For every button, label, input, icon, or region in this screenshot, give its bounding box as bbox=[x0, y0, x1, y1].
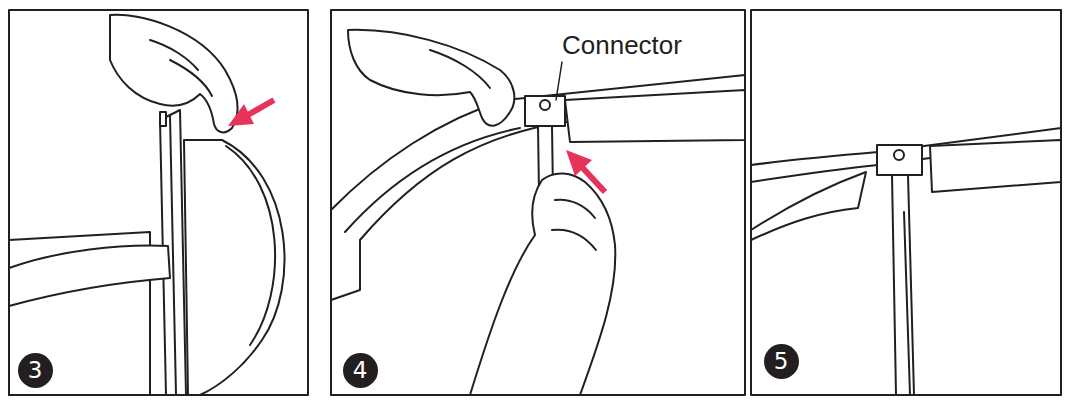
finger-line bbox=[555, 200, 595, 218]
arm bbox=[9, 246, 170, 306]
hand bbox=[470, 173, 615, 395]
pointer-arrow bbox=[246, 100, 274, 116]
arrow-head bbox=[566, 150, 592, 176]
finger-line bbox=[170, 60, 212, 96]
hand bbox=[348, 30, 514, 126]
pole-clip bbox=[160, 112, 166, 126]
panel-frame bbox=[751, 10, 1061, 395]
finger-line bbox=[150, 40, 198, 70]
fabric-sleeve bbox=[930, 140, 1061, 192]
leader-line bbox=[556, 62, 562, 100]
panel-frame bbox=[331, 10, 745, 395]
connector bbox=[525, 96, 565, 126]
finger-line bbox=[430, 50, 490, 88]
panel-frame bbox=[9, 10, 308, 395]
step-number-text: 3 bbox=[28, 359, 43, 382]
fabric-fold bbox=[226, 146, 275, 345]
fabric-sleeve bbox=[565, 90, 745, 142]
step-number-text: 4 bbox=[353, 359, 368, 382]
connector-hole bbox=[894, 150, 904, 160]
arrow-head bbox=[228, 104, 254, 126]
pole bbox=[892, 175, 914, 395]
step-number: 5 bbox=[764, 344, 799, 379]
fabric-bulge bbox=[184, 140, 285, 395]
pole-edge bbox=[170, 116, 176, 395]
fabric-left bbox=[751, 172, 866, 240]
fabric-edge bbox=[345, 128, 520, 232]
finger-line bbox=[552, 230, 596, 250]
step-number: 4 bbox=[343, 353, 378, 388]
pointer-arrow bbox=[580, 165, 605, 192]
connector-hole bbox=[540, 100, 550, 110]
step-number: 3 bbox=[18, 353, 53, 388]
hand bbox=[110, 15, 238, 133]
connector bbox=[877, 145, 922, 175]
step-number-text: 5 bbox=[774, 350, 789, 373]
pole-edge bbox=[904, 212, 910, 395]
part-label: Connector bbox=[562, 30, 682, 61]
